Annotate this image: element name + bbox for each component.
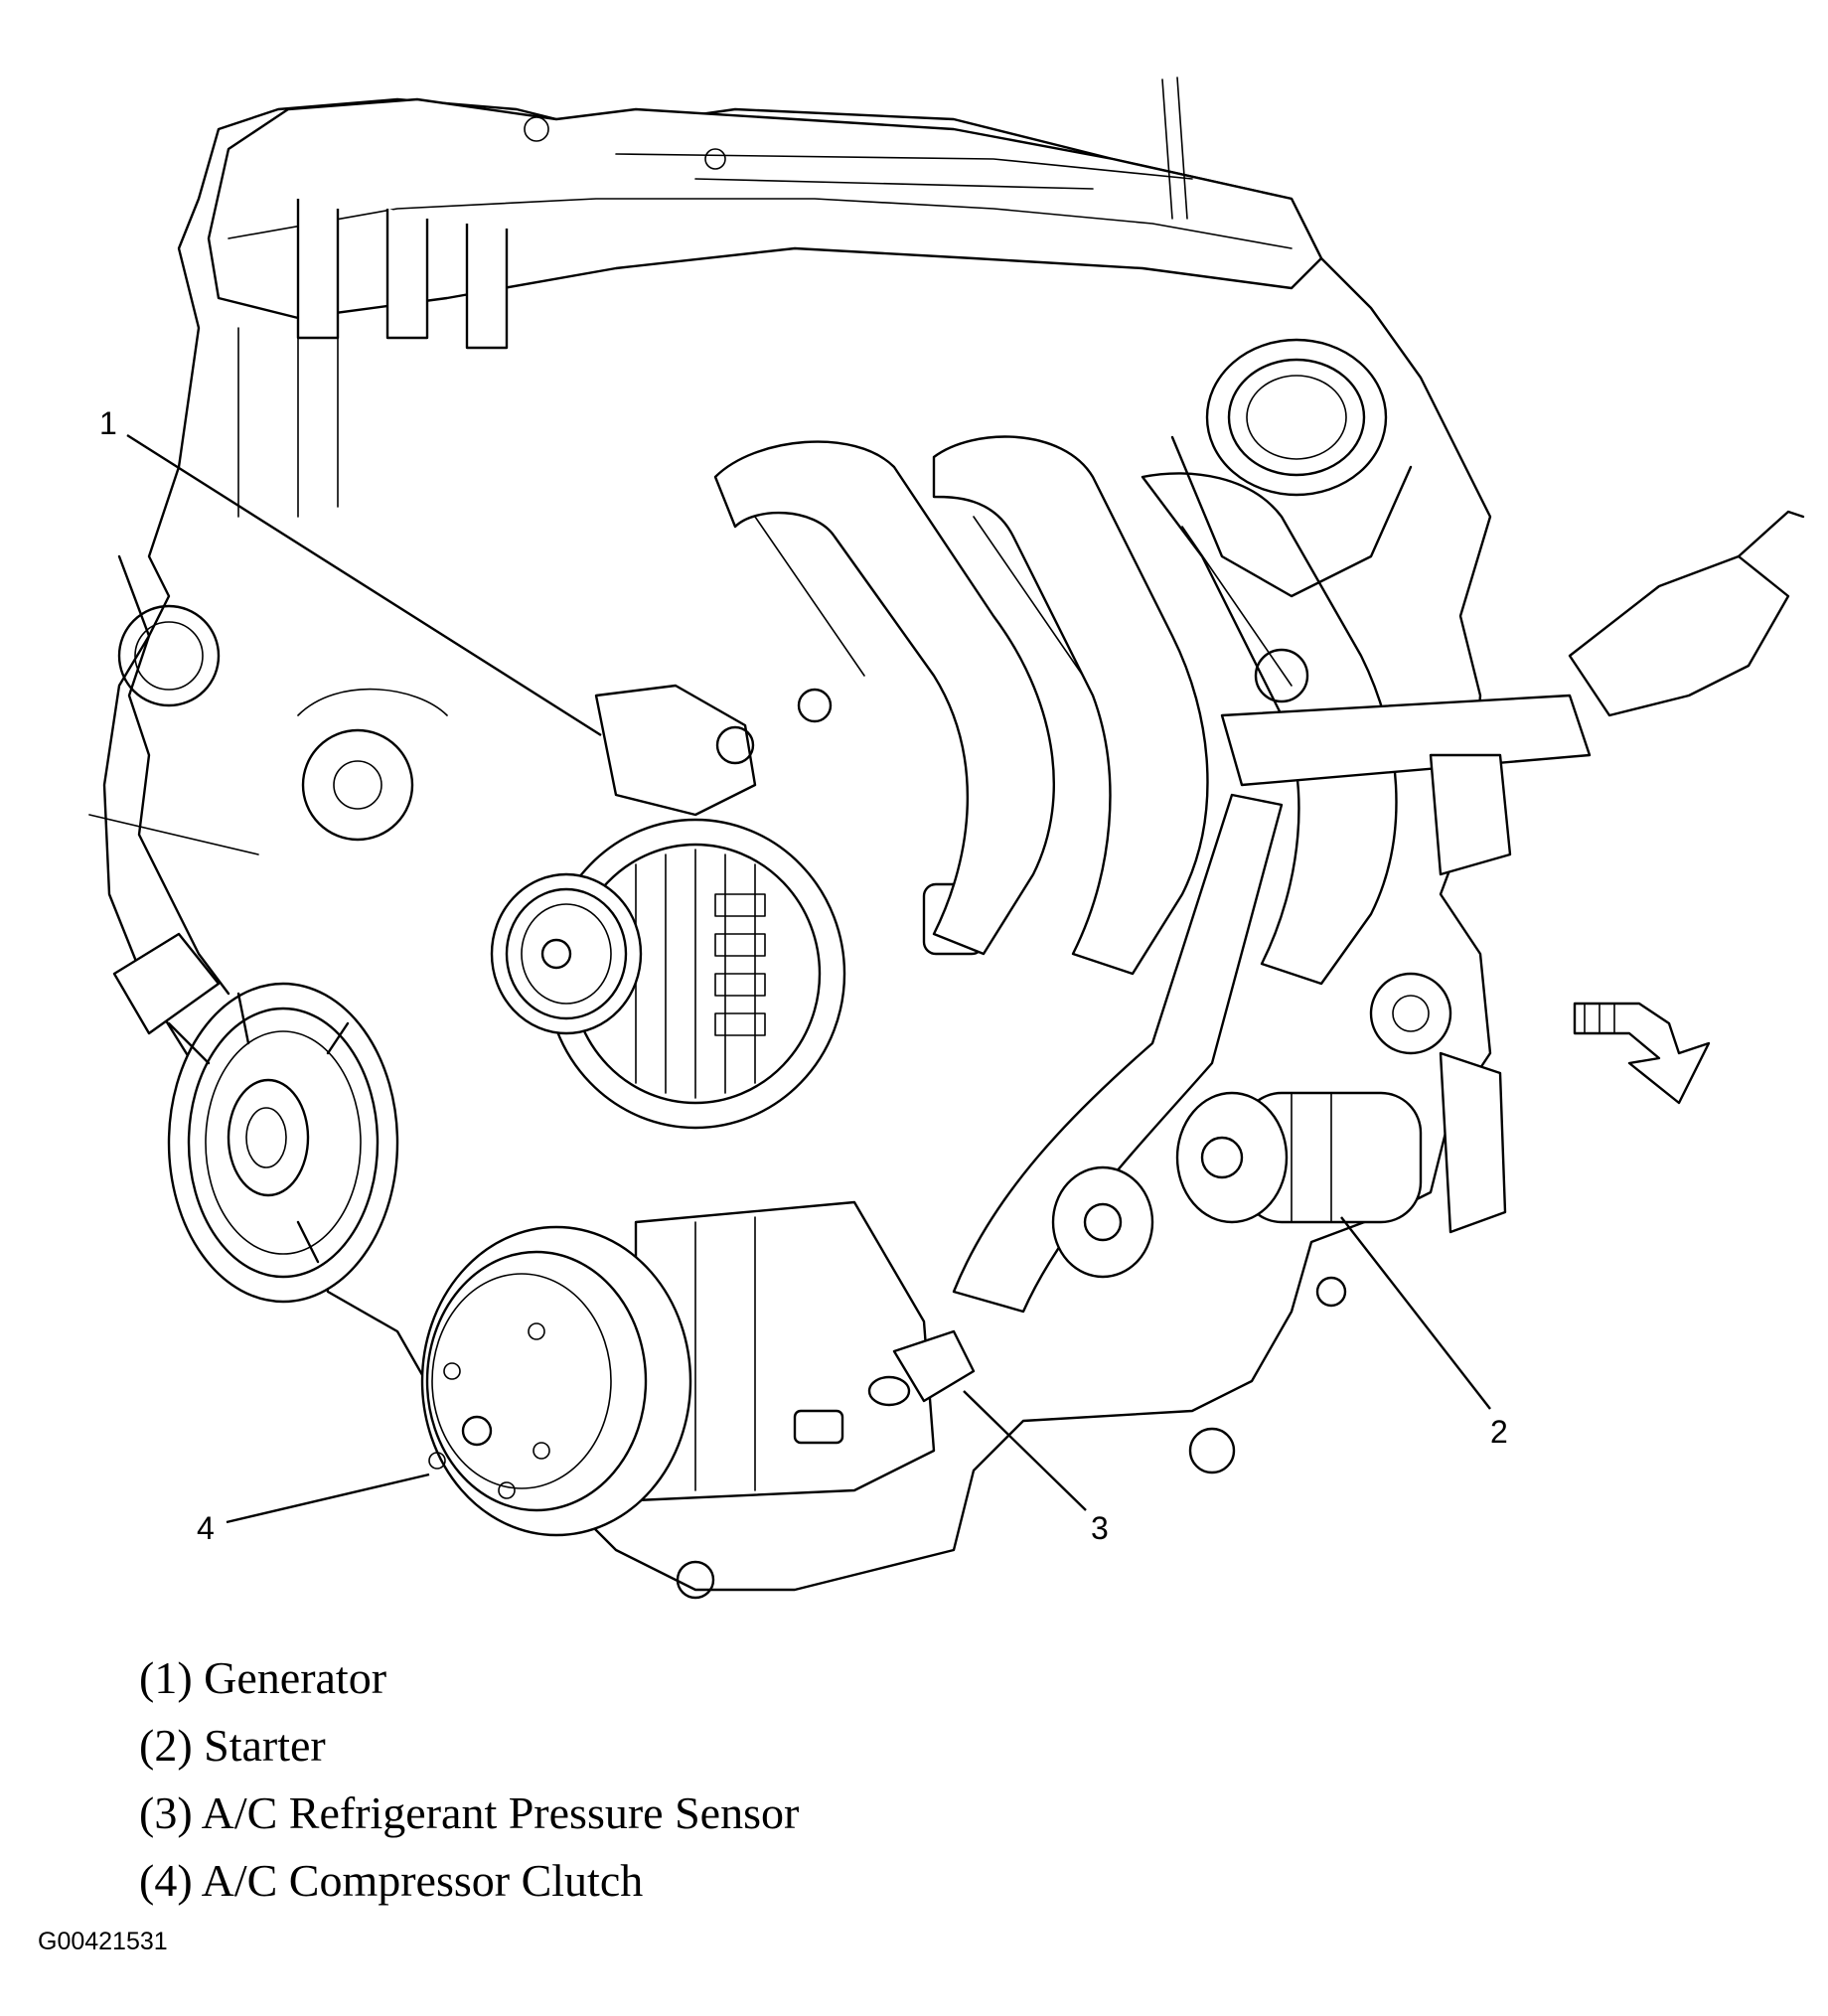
callout-number-2: 2 <box>1490 1414 1508 1450</box>
valve-cover <box>207 97 1323 320</box>
leader-line-3 <box>963 1390 1087 1511</box>
leader-line-2 <box>1340 1216 1491 1410</box>
legend-item-pressure-sensor: (3) A/C Refrigerant Pressure Sensor <box>139 1787 800 1838</box>
throttle-body <box>1170 338 1413 703</box>
callout-number-4: 4 <box>197 1510 215 1546</box>
callout-number-3: 3 <box>1091 1510 1109 1546</box>
crankshaft-pulley <box>167 982 399 1304</box>
generator <box>490 684 986 1130</box>
legend-item-starter: (2) Starter <box>139 1720 326 1771</box>
front-direction-arrow-icon <box>1573 1002 1711 1105</box>
intake-manifold <box>713 435 1398 986</box>
legend-item-generator: (1) Generator <box>139 1652 387 1703</box>
leader-line-4 <box>226 1473 430 1524</box>
ac-refrigerant-pressure-sensor <box>867 1329 976 1407</box>
figure-id: G00421531 <box>38 1928 168 1955</box>
ac-compressor <box>420 1200 936 1537</box>
timing-cover <box>117 554 230 996</box>
legend-item-compressor-clutch: (4) A/C Compressor Clutch <box>139 1855 644 1906</box>
engine-line-drawing <box>88 77 1805 1600</box>
leader-line-1 <box>126 433 602 737</box>
component-legend: (1) Generator (2) Starter (3) A/C Refrig… <box>139 1644 799 1915</box>
callout-number-1: 1 <box>99 405 117 441</box>
starter <box>1051 1091 1423 1279</box>
